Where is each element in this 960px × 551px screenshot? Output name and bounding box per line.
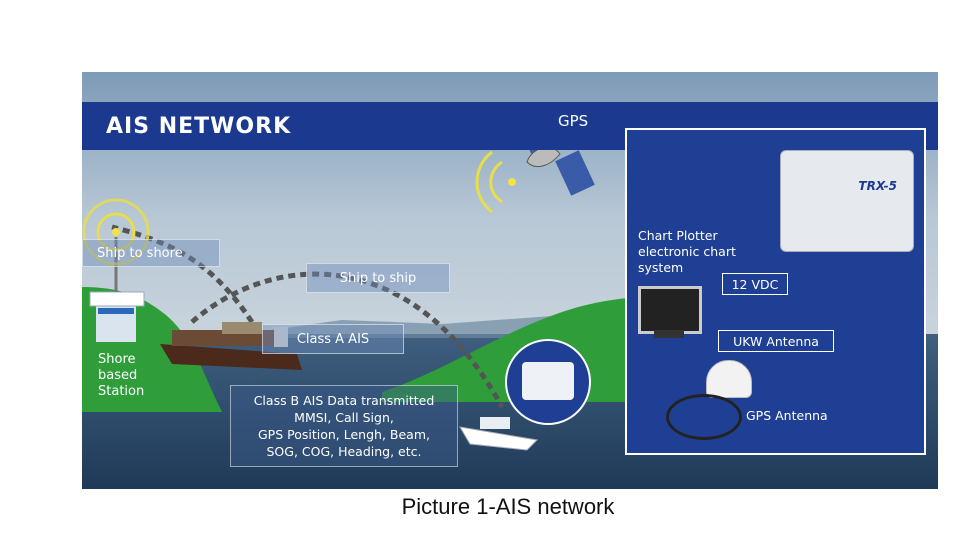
class-a-label: Class A AIS — [262, 324, 404, 354]
transponder-device: TRX-5 — [780, 150, 914, 252]
ais-network-figure: AIS NETWORK GPS Ship to shore Ship to sh… — [82, 72, 938, 489]
motor-boat — [459, 417, 539, 451]
shore-station-line-3: Station — [98, 384, 145, 399]
device-brand: TRX-5 — [858, 179, 897, 193]
ship-to-ship-label: Ship to ship — [306, 263, 450, 293]
chart-plotter-label: Chart Plotter electronic chart system — [638, 228, 736, 276]
ship-to-shore-label: Ship to shore — [82, 239, 220, 267]
shore-station-tower — [82, 198, 150, 342]
vdc-label: 12 VDC — [722, 273, 788, 295]
class-b-line-4: SOG, COG, Heading, etc. — [266, 444, 422, 459]
class-b-line-1: Class B AIS Data transmitted — [253, 393, 435, 408]
monitor-stand — [654, 330, 684, 338]
chart-plotter-line-1: Chart Plotter — [638, 228, 718, 243]
chart-plotter-line-2: electronic chart — [638, 244, 736, 259]
ship-to-shore-arc — [111, 224, 255, 324]
class-b-info-box: Class B AIS Data transmitted MMSI, Call … — [230, 385, 458, 467]
shore-station-line-2: based — [98, 368, 138, 383]
gps-antenna-label: GPS Antenna — [746, 408, 828, 423]
diagram-title: AIS NETWORK — [106, 114, 292, 139]
ukw-antenna-label: UKW Antenna — [718, 330, 834, 352]
chart-plotter-monitor — [638, 286, 702, 334]
chart-plotter-line-3: system — [638, 260, 684, 275]
figure-caption: Picture 1-AIS network — [401, 494, 615, 519]
gps-label: GPS — [558, 112, 589, 130]
shore-station-label: Shore based Station — [98, 352, 144, 400]
cargo-ship — [160, 322, 302, 370]
class-b-line-2: MMSI, Call Sign, — [294, 410, 394, 425]
ship-to-ship-arc — [190, 271, 505, 409]
gps-antenna-dome — [706, 360, 752, 398]
class-b-line-3: GPS Position, Lengh, Beam, — [258, 427, 430, 442]
shore-station-line-1: Shore — [98, 352, 136, 367]
gps-antenna-cable — [666, 394, 742, 440]
